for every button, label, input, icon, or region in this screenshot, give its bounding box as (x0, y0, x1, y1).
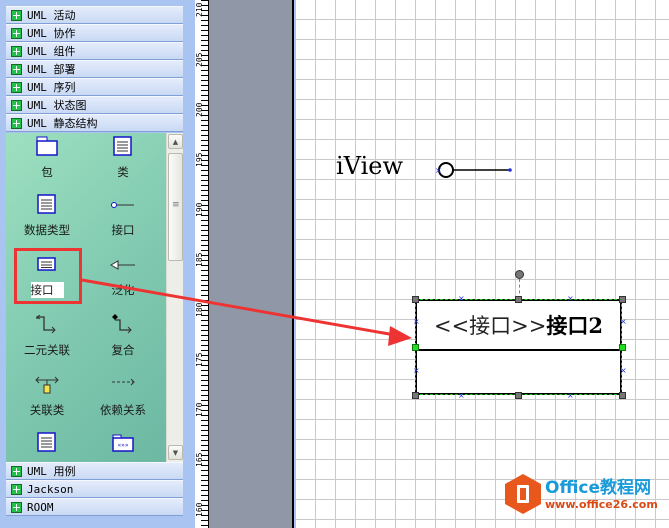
connection-point[interactable]: × (413, 317, 420, 326)
stencil-scrollbar[interactable]: ▲ ▼ (166, 133, 183, 462)
composition-icon (109, 311, 137, 339)
shape-binary-association[interactable]: 二元关联 (12, 311, 82, 367)
interface-lollipop-shape[interactable]: × (434, 160, 514, 180)
stencil-uml-component[interactable]: UML 组件 (6, 42, 183, 60)
connection-point[interactable]: × (458, 391, 465, 400)
shape-interface-class[interactable]: 接口 (12, 251, 82, 307)
stencil-room[interactable]: ROOM (6, 498, 183, 516)
connection-point[interactable]: × (458, 294, 465, 303)
connection-point[interactable]: × (620, 366, 627, 375)
stencil-uml-activity[interactable]: UML 活动 (6, 6, 183, 24)
stencil-icon (11, 27, 22, 39)
rotation-guide (519, 279, 520, 299)
resize-handle-se[interactable] (619, 392, 626, 399)
drawing-canvas[interactable]: iView × <<接口>>接口2 × × × × × × × (296, 0, 669, 528)
stencil-icon (11, 465, 22, 477)
page-margin-area (209, 0, 294, 528)
interface-lollipop-icon (109, 191, 137, 219)
datatype-icon (33, 191, 61, 219)
resize-handle-nw[interactable] (412, 296, 419, 303)
subsystem-icon: «»» (109, 429, 137, 457)
interface-class-title[interactable]: <<接口>>接口2 (417, 301, 620, 351)
stencil-uml-statechart[interactable]: UML 状态图 (6, 96, 183, 114)
stencil-icon (11, 117, 22, 129)
package-icon (33, 133, 61, 161)
interface-class-shape[interactable]: <<接口>>接口2 (415, 299, 622, 395)
rotation-handle[interactable] (515, 270, 524, 279)
interface-class-icon (33, 251, 61, 279)
vertical-ruler[interactable]: 210 205 200 195 190 185 180 175 170 165 … (195, 0, 209, 528)
stencil-shapes-area: 包 类 数据类型 接口 接口 泛化 (6, 133, 166, 462)
shape-interface-lollipop[interactable]: 接口 (88, 191, 158, 247)
scroll-up-button[interactable]: ▲ (168, 134, 183, 149)
shape-datatype[interactable]: 数据类型 (12, 191, 82, 247)
scroll-thumb[interactable] (168, 153, 183, 261)
stencil-icon (11, 81, 22, 93)
stencil-icon (11, 483, 22, 495)
office-logo-icon (505, 474, 541, 514)
scroll-down-button[interactable]: ▼ (168, 445, 183, 460)
resize-handle-sw[interactable] (412, 392, 419, 399)
shape-generalization[interactable]: 泛化 (88, 251, 158, 307)
binary-association-icon (33, 311, 61, 339)
shape-class[interactable]: 类 (88, 133, 158, 189)
stencil-icon (11, 63, 22, 75)
stencil-uml-static-structure[interactable]: UML 静态结构 (6, 114, 183, 132)
stencil-uml-usecase[interactable]: UML 用例 (6, 462, 183, 480)
object-icon (33, 429, 61, 457)
annotation-highlight-box (14, 248, 82, 304)
connection-point[interactable]: × (567, 294, 574, 303)
resize-handle-n[interactable] (515, 296, 522, 303)
stencil-icon (11, 501, 22, 513)
generalization-arrow-icon (109, 251, 137, 279)
resize-handle-s[interactable] (515, 392, 522, 399)
shape-subsystem[interactable]: «»» (88, 429, 158, 462)
shape-object[interactable] (12, 429, 82, 462)
iview-label[interactable]: iView (336, 152, 404, 180)
connection-point[interactable]: × (413, 366, 420, 375)
stencil-uml-collaboration[interactable]: UML 协作 (6, 24, 183, 42)
stencil-jackson[interactable]: Jackson (6, 480, 183, 498)
class-icon (109, 133, 137, 161)
stencil-icon (11, 45, 22, 57)
stencil-icon (11, 9, 22, 21)
svg-text:«»»: «»» (117, 442, 128, 449)
shape-package[interactable]: 包 (12, 133, 82, 189)
shape-association-class[interactable]: 关联类 (12, 371, 82, 427)
association-class-icon (33, 371, 61, 399)
shape-composition[interactable]: 复合 (88, 311, 158, 367)
dependency-icon (109, 371, 137, 399)
connection-point[interactable]: × (567, 391, 574, 400)
svg-text:×: × (435, 166, 442, 175)
watermark: Office教程网 www.office26.com (505, 474, 658, 514)
resize-handle-e[interactable] (619, 344, 626, 351)
stencil-uml-sequence[interactable]: UML 序列 (6, 78, 183, 96)
ruler-ticks (201, 0, 208, 528)
stencil-icon (11, 99, 22, 111)
resize-handle-ne[interactable] (619, 296, 626, 303)
stencil-uml-deployment[interactable]: UML 部署 (6, 60, 183, 78)
shape-dependency[interactable]: 依赖关系 (88, 371, 158, 427)
connection-point[interactable]: × (620, 317, 627, 326)
resize-handle-w[interactable] (412, 344, 419, 351)
